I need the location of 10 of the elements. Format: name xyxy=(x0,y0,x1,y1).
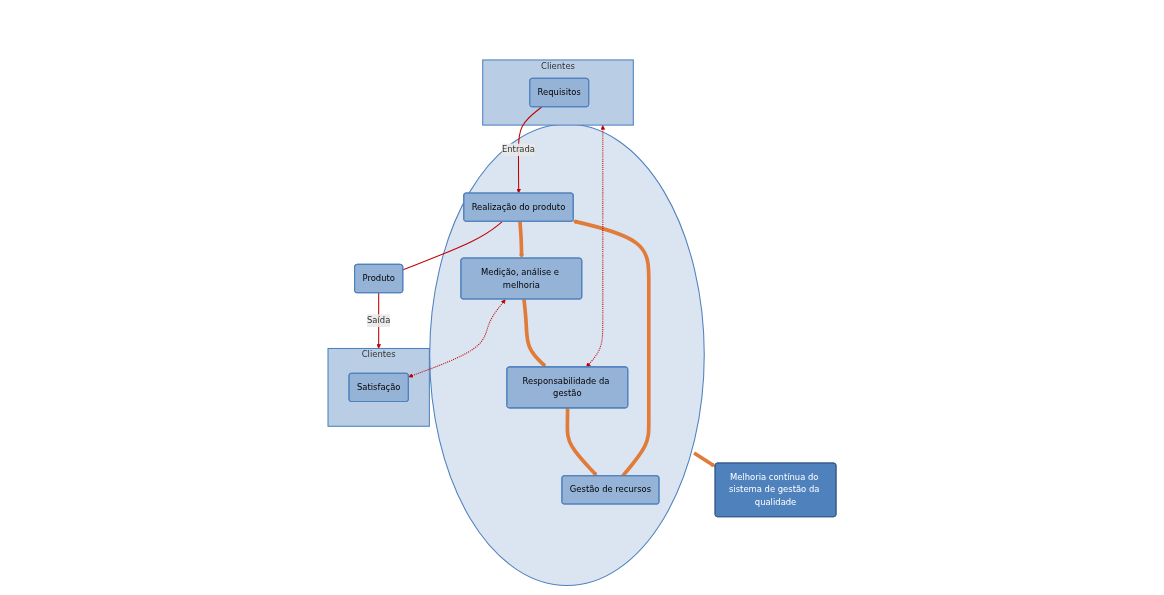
arrow xyxy=(408,299,506,378)
arrow xyxy=(565,408,598,477)
arrow xyxy=(522,299,547,368)
arrow xyxy=(516,106,543,194)
arrow xyxy=(518,221,524,259)
arrow xyxy=(693,451,716,468)
edge-label: Entrada xyxy=(501,144,535,155)
arrow xyxy=(586,125,606,368)
edge-label: Saída xyxy=(367,315,391,326)
connector xyxy=(402,221,503,271)
